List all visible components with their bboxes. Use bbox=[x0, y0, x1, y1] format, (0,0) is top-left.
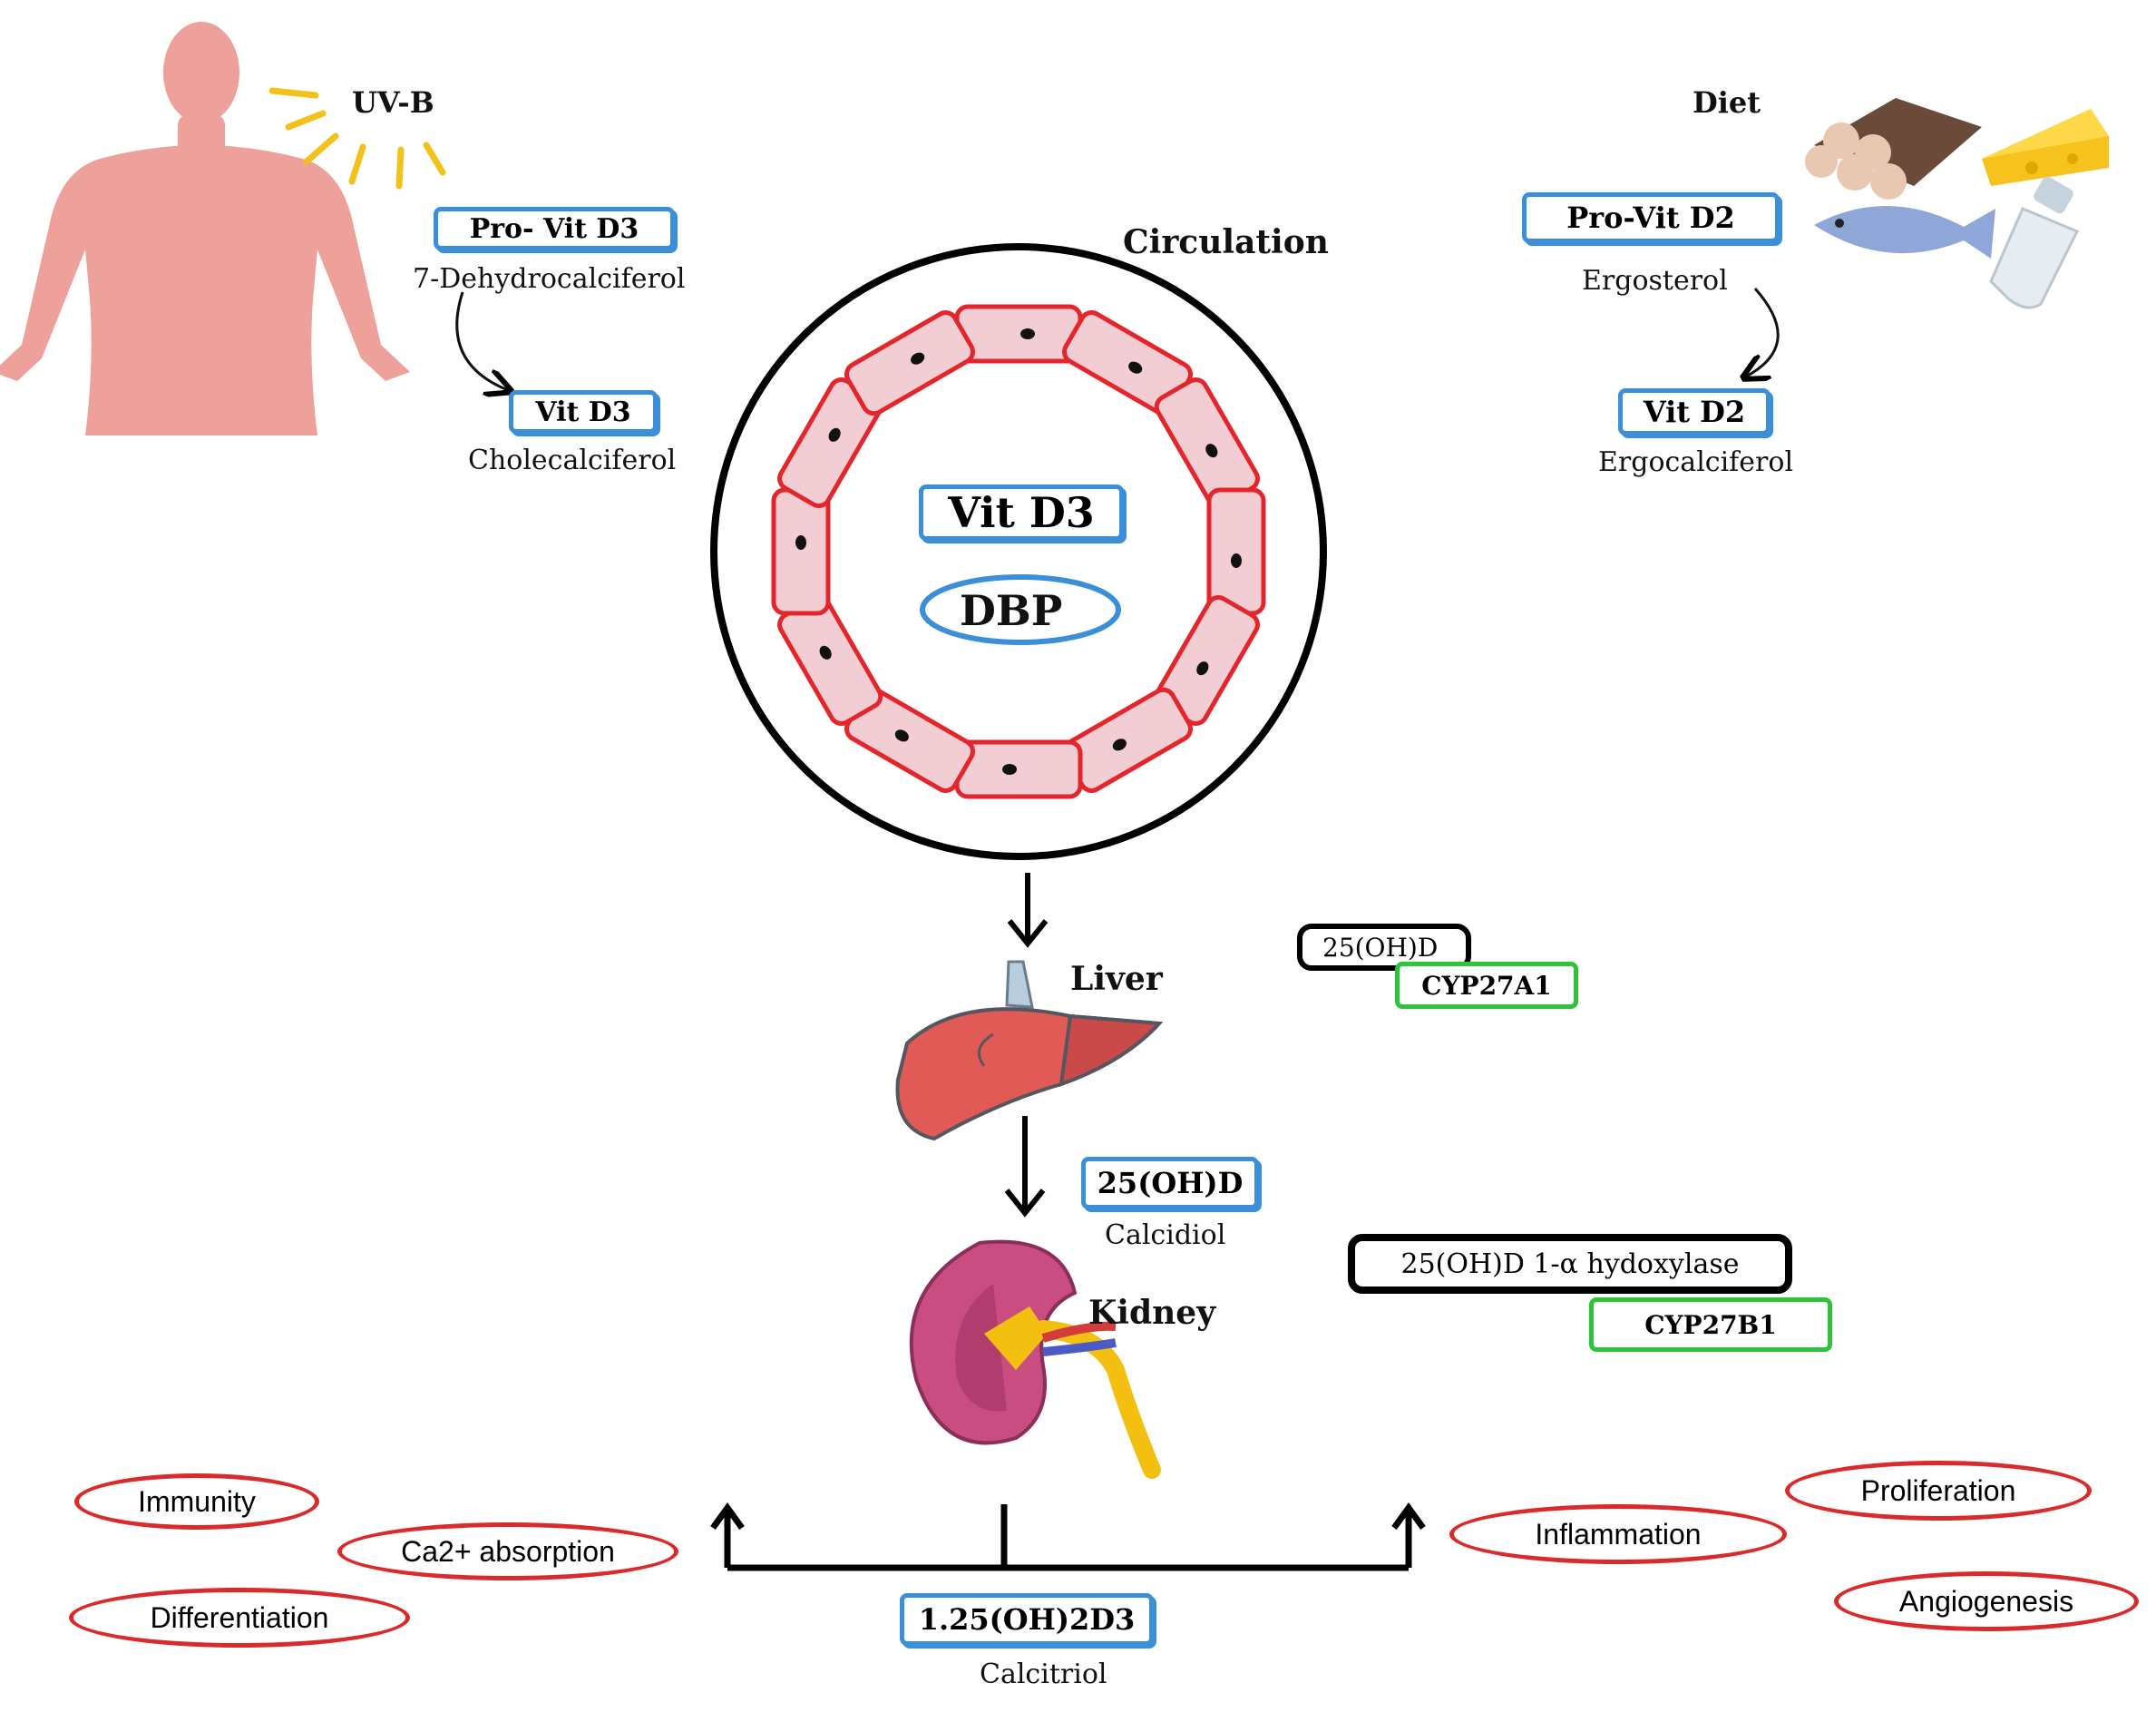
kidney-icon bbox=[909, 1239, 1161, 1479]
cyp27b1-box: CYP27B1 bbox=[1589, 1297, 1832, 1352]
endothelial-cell bbox=[771, 487, 831, 616]
cheese-icon bbox=[1982, 109, 2109, 186]
effect-proliferation: Proliferation bbox=[1785, 1461, 2092, 1521]
conversion-arrow-d3 bbox=[455, 291, 508, 390]
egg-carton-icon bbox=[1805, 98, 1982, 200]
vit-d3-name: Cholecalciferol bbox=[468, 445, 677, 476]
effect-immunity: Immunity bbox=[74, 1473, 319, 1530]
diet-label: Diet bbox=[1693, 85, 1761, 120]
conversion-arrow-d2 bbox=[1746, 288, 1780, 377]
arrow-to-liver bbox=[1007, 873, 1049, 948]
kidney-label: Kidney bbox=[1088, 1294, 1216, 1332]
uv-sun-rays-icon bbox=[268, 87, 446, 190]
liver-icon bbox=[895, 960, 1164, 1141]
uvb-label: UV-B bbox=[352, 85, 434, 120]
calcitriol-branch-connector bbox=[710, 1502, 1426, 1571]
cyp27a1-box: CYP27A1 bbox=[1395, 962, 1578, 1009]
effect-ca2-absorption: Ca2+ absorption bbox=[337, 1522, 678, 1580]
endothelial-cell bbox=[954, 739, 1083, 799]
endothelial-cell bbox=[844, 310, 975, 416]
effect-differentiation: Differentiation bbox=[69, 1588, 410, 1648]
calcidiol-code-box: 25(OH)D bbox=[1081, 1157, 1259, 1209]
vit-d3-box: Vit D3 bbox=[509, 390, 658, 434]
effect-angiogenesis: Angiogenesis bbox=[1834, 1571, 2139, 1631]
fish-icon bbox=[1814, 205, 1995, 259]
liver-product-box: 25(OH)D bbox=[1297, 924, 1471, 971]
circulation-vit-d3-box: Vit D3 bbox=[919, 484, 1124, 541]
arrow-to-kidney bbox=[1004, 1116, 1046, 1218]
calcitriol-code-box: 1.25(OH)2D3 bbox=[900, 1593, 1154, 1646]
pro-vit-d3-box: Pro- Vit D3 bbox=[434, 207, 675, 250]
endothelial-cell-ring bbox=[771, 304, 1266, 799]
kidney-enzyme-long-box: 25(OH)D 1-α hydoxylase bbox=[1348, 1234, 1792, 1294]
endothelial-cell bbox=[1206, 487, 1266, 616]
effect-inflammation: Inflammation bbox=[1449, 1504, 1787, 1564]
human-silhouette-icon bbox=[0, 22, 410, 435]
circulation-title: Circulation bbox=[1123, 223, 1329, 261]
vit-d2-box: Vit D2 bbox=[1618, 388, 1771, 435]
pro-vit-d2-box: Pro-Vit D2 bbox=[1522, 192, 1780, 243]
endothelial-cell bbox=[954, 304, 1083, 364]
dbp-ellipse bbox=[920, 574, 1121, 645]
calcidiol-name: Calcidiol bbox=[1105, 1219, 1226, 1251]
calcitriol-name: Calcitriol bbox=[980, 1658, 1107, 1690]
vit-d2-name: Ergocalciferol bbox=[1598, 446, 1794, 478]
pro-vit-d3-name: 7-Dehydrocalciferol bbox=[413, 263, 686, 295]
milk-bottle-icon bbox=[1989, 176, 2080, 309]
liver-label: Liver bbox=[1070, 960, 1163, 998]
pro-vit-d2-name: Ergosterol bbox=[1582, 265, 1728, 297]
dbp-label: DBP bbox=[960, 586, 1063, 635]
